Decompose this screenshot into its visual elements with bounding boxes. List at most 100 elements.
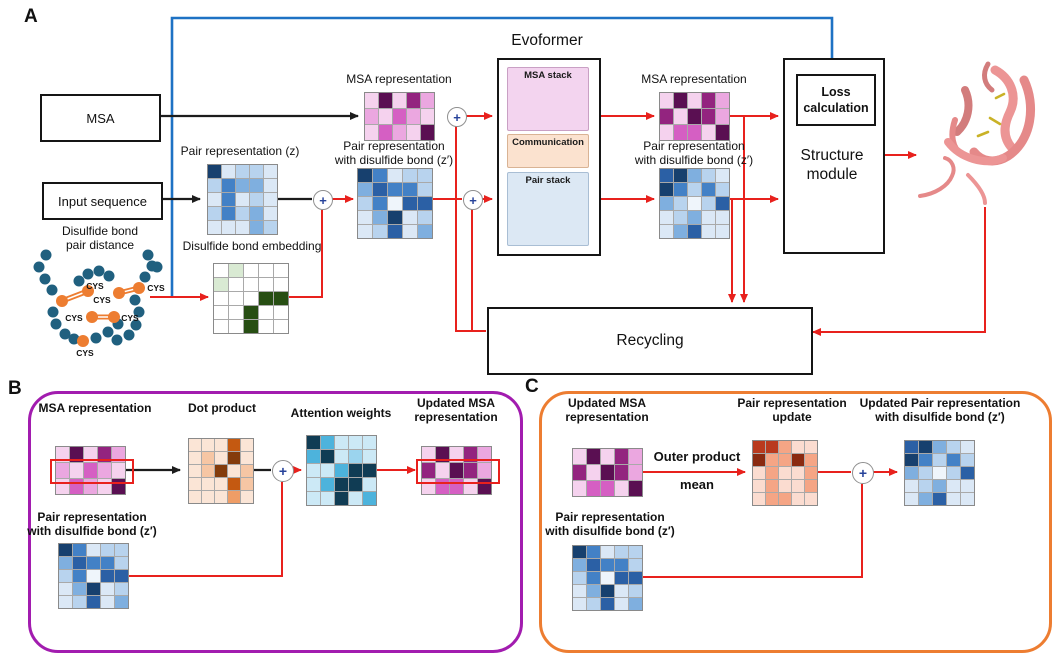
communication-title: Communication bbox=[512, 137, 584, 148]
matrix-cell bbox=[587, 481, 600, 496]
msa-box-label: MSA bbox=[86, 110, 115, 126]
matrix-cell bbox=[805, 454, 817, 466]
matrix-cell bbox=[388, 211, 402, 224]
matrix-cell bbox=[222, 207, 235, 220]
matrix-cell bbox=[307, 492, 320, 505]
b-pair-zprime-caption: Pair representation with disulfide bond … bbox=[27, 510, 157, 539]
matrix-cell bbox=[601, 559, 614, 571]
matrix-cell bbox=[214, 278, 228, 291]
matrix-cell bbox=[215, 465, 227, 477]
residue-beads bbox=[33, 249, 163, 346]
msa-representation-matrix bbox=[364, 92, 435, 141]
matrix-cell bbox=[259, 306, 273, 319]
matrix-cell bbox=[228, 439, 240, 451]
matrix-cell bbox=[947, 441, 960, 453]
matrix-cell bbox=[388, 183, 402, 196]
matrix-cell bbox=[947, 467, 960, 479]
black-flow-arrows bbox=[125, 112, 359, 474]
matrix-cell bbox=[202, 439, 214, 451]
pair-stack-panel: Pair stack bbox=[507, 172, 589, 246]
b-msa-row-highlight bbox=[50, 459, 134, 484]
matrix-cell bbox=[250, 221, 263, 234]
matrix-cell bbox=[244, 264, 258, 277]
matrix-cell bbox=[215, 478, 227, 490]
matrix-cell bbox=[688, 109, 701, 124]
matrix-cell bbox=[587, 449, 600, 464]
matrix-cell bbox=[702, 169, 715, 182]
matrix-cell bbox=[379, 125, 392, 140]
matrix-cell bbox=[101, 570, 114, 582]
msa-stack-panel: MSA stack bbox=[507, 67, 589, 131]
matrix-cell bbox=[660, 93, 673, 108]
matrix-cell bbox=[241, 439, 253, 451]
matrix-cell bbox=[766, 454, 778, 466]
matrix-cell bbox=[115, 596, 128, 608]
matrix-cell bbox=[244, 306, 258, 319]
matrix-cell bbox=[87, 544, 100, 556]
matrix-cell bbox=[407, 125, 420, 140]
matrix-cell bbox=[947, 493, 960, 505]
matrix-cell bbox=[674, 211, 687, 224]
matrix-cell bbox=[905, 480, 918, 492]
matrix-cell bbox=[702, 225, 715, 238]
matrix-cell bbox=[87, 570, 100, 582]
matrix-cell bbox=[587, 598, 600, 610]
matrix-cell bbox=[358, 211, 372, 224]
cys-label: CYS bbox=[147, 283, 165, 293]
matrix-cell bbox=[244, 292, 258, 305]
matrix-cell bbox=[674, 93, 687, 108]
matrix-cell bbox=[379, 109, 392, 124]
matrix-cell bbox=[115, 544, 128, 556]
matrix-cell bbox=[214, 292, 228, 305]
matrix-cell bbox=[222, 221, 235, 234]
matrix-cell bbox=[307, 464, 320, 477]
matrix-cell bbox=[688, 197, 701, 210]
matrix-cell bbox=[189, 491, 201, 503]
matrix-cell bbox=[702, 109, 715, 124]
matrix-cell bbox=[373, 211, 387, 224]
matrix-cell bbox=[393, 125, 406, 140]
cys-label: CYS bbox=[121, 313, 139, 323]
matrix-cell bbox=[208, 193, 221, 206]
matrix-cell bbox=[422, 447, 435, 462]
matrix-cell bbox=[228, 465, 240, 477]
matrix-cell bbox=[373, 169, 387, 182]
matrix-cell bbox=[716, 93, 729, 108]
matrix-cell bbox=[214, 320, 228, 333]
red-flow-arrows bbox=[128, 112, 986, 578]
matrix-cell bbox=[264, 221, 277, 234]
matrix-cell bbox=[792, 467, 804, 479]
matrix-cell bbox=[716, 183, 729, 196]
matrix-cell bbox=[112, 447, 125, 462]
matrix-cell bbox=[403, 211, 417, 224]
matrix-cell bbox=[358, 225, 372, 238]
matrix-cell bbox=[779, 493, 791, 505]
input-sequence-box: Input sequence bbox=[42, 182, 163, 220]
matrix-cell bbox=[464, 447, 477, 462]
pair-stack-title: Pair stack bbox=[525, 175, 571, 186]
matrix-cell bbox=[214, 264, 228, 277]
matrix-cell bbox=[601, 572, 614, 584]
matrix-cell bbox=[418, 225, 432, 238]
matrix-cell bbox=[241, 491, 253, 503]
matrix-cell bbox=[403, 169, 417, 182]
matrix-cell bbox=[101, 544, 114, 556]
matrix-cell bbox=[779, 441, 791, 453]
matrix-cell bbox=[753, 493, 765, 505]
matrix-cell bbox=[587, 585, 600, 597]
matrix-cell bbox=[792, 480, 804, 492]
matrix-cell bbox=[615, 559, 628, 571]
matrix-cell bbox=[373, 183, 387, 196]
matrix-cell bbox=[321, 450, 334, 463]
matrix-cell bbox=[189, 439, 201, 451]
matrix-cell bbox=[615, 598, 628, 610]
matrix-cell bbox=[98, 447, 111, 462]
matrix-cell bbox=[573, 559, 586, 571]
matrix-cell bbox=[573, 481, 586, 496]
matrix-cell bbox=[274, 320, 288, 333]
matrix-cell bbox=[919, 454, 932, 466]
matrix-cell bbox=[905, 454, 918, 466]
b-attention-caption: Attention weights bbox=[290, 406, 392, 420]
matrix-cell bbox=[674, 225, 687, 238]
